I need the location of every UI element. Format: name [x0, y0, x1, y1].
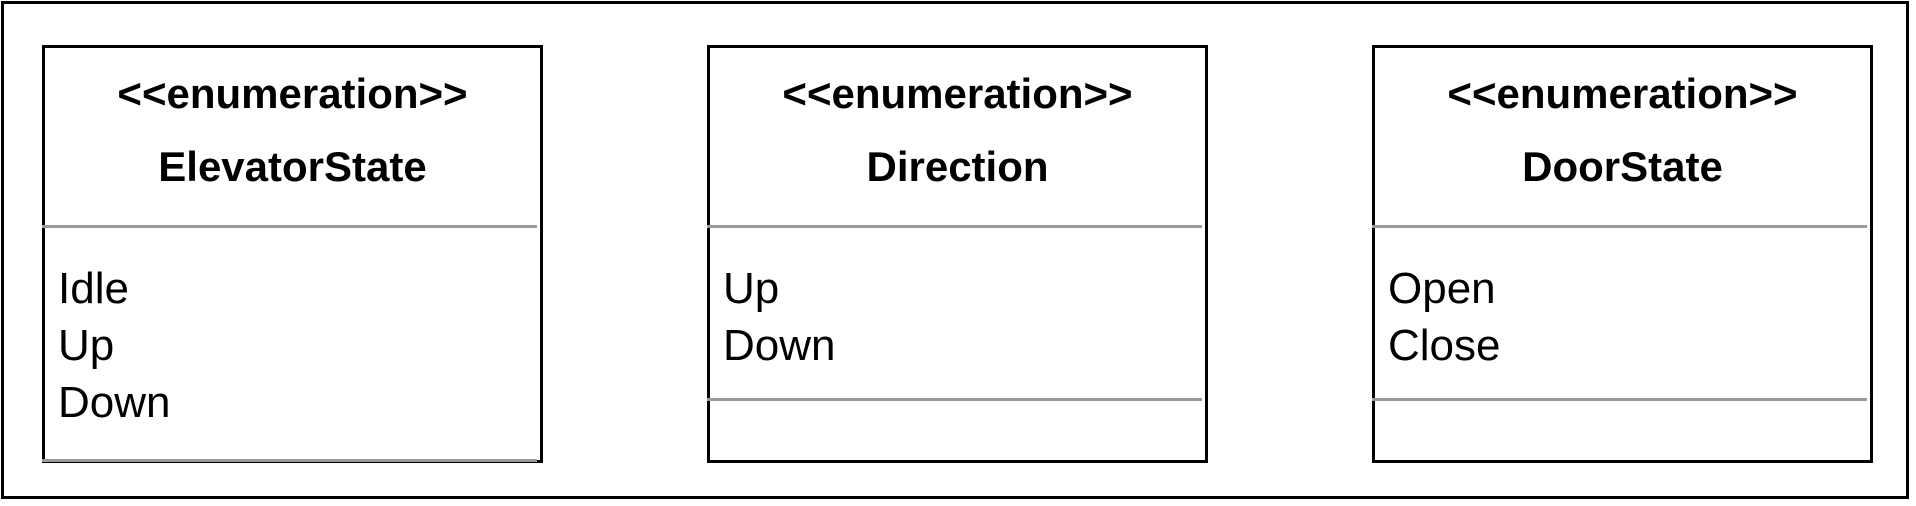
enum-name: ElevatorState [158, 143, 427, 190]
enum-value: Up [58, 321, 115, 370]
enum-name: Direction [866, 143, 1049, 190]
enum-box-direction[interactable]: <<enumeration>> Direction Up Down [707, 45, 1208, 463]
enum-value: Idle [58, 264, 129, 313]
enum-stereotype: <<enumeration>> [782, 70, 1133, 117]
enum-values: Idle Up Down [58, 260, 171, 431]
compartment-divider [42, 225, 537, 228]
enum-header: <<enumeration>> ElevatorState [45, 48, 540, 225]
enum-box-elevator-state[interactable]: <<enumeration>> ElevatorState Idle Up Do… [42, 45, 543, 463]
enum-stereotype: <<enumeration>> [1447, 70, 1798, 117]
enum-stereotype: <<enumeration>> [117, 70, 468, 117]
enum-header: <<enumeration>> DoorState [1375, 48, 1870, 225]
enum-value: Open [1388, 264, 1496, 313]
enum-box-door-state[interactable]: <<enumeration>> DoorState Open Close [1372, 45, 1873, 463]
enum-name: DoorState [1522, 143, 1723, 190]
compartment-divider [707, 398, 1202, 401]
compartment-divider [42, 459, 537, 462]
compartment-divider [1372, 398, 1867, 401]
enum-values: Up Down [723, 260, 836, 374]
enum-value: Close [1388, 321, 1501, 370]
enum-value: Down [58, 378, 171, 427]
enum-value: Up [723, 264, 780, 313]
enum-value: Down [723, 321, 836, 370]
compartment-divider [707, 225, 1202, 228]
compartment-divider [1372, 225, 1867, 228]
enum-header: <<enumeration>> Direction [710, 48, 1205, 225]
enum-values: Open Close [1388, 260, 1501, 374]
